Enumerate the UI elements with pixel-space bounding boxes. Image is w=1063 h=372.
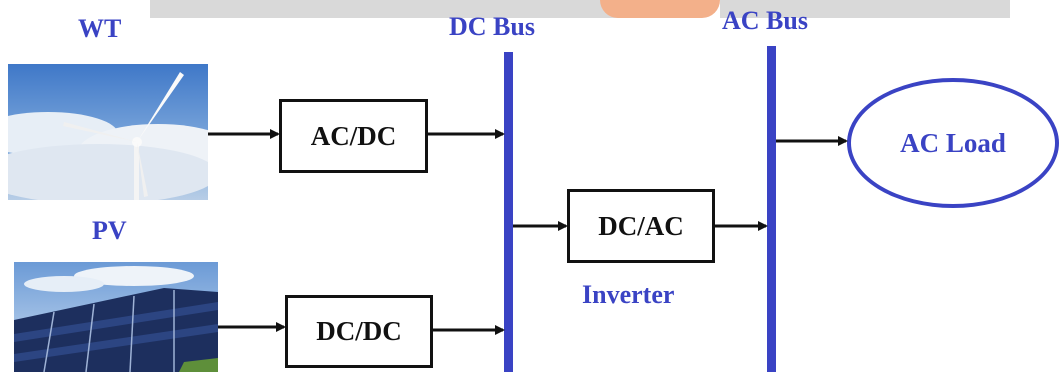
top-banner: [0, 0, 1063, 18]
dc-dc-label: DC/DC: [316, 316, 402, 346]
dc-dc-converter-box: DC/DC: [285, 295, 433, 368]
ac-dc-converter-box: AC/DC: [279, 99, 428, 173]
solar-panel-image: [14, 262, 218, 372]
dc-bus-bar: [504, 52, 513, 372]
wind-turbine-image: [8, 64, 208, 200]
ac-load-ellipse: AC Load: [847, 78, 1059, 208]
ac-dc-label: AC/DC: [310, 120, 397, 151]
banner-grey-left: [150, 0, 630, 18]
inverter-caption: Inverter: [582, 280, 675, 309]
banner-orange: [600, 0, 720, 18]
dc-ac-label: DC/AC: [598, 210, 684, 241]
wt-label: WT: [78, 14, 122, 43]
wind-turbine-icon: [8, 64, 208, 200]
dc-ac-inverter-box: DC/AC: [567, 189, 715, 263]
dc-bus-label: DC Bus: [449, 12, 535, 41]
banner-grey-right: [720, 0, 1010, 18]
ac-load-label: AC Load: [900, 127, 1006, 158]
solar-panel-icon: [14, 262, 218, 372]
ac-bus-label: AC Bus: [722, 6, 808, 35]
pv-label: PV: [92, 216, 127, 245]
ac-bus-bar: [767, 46, 776, 372]
